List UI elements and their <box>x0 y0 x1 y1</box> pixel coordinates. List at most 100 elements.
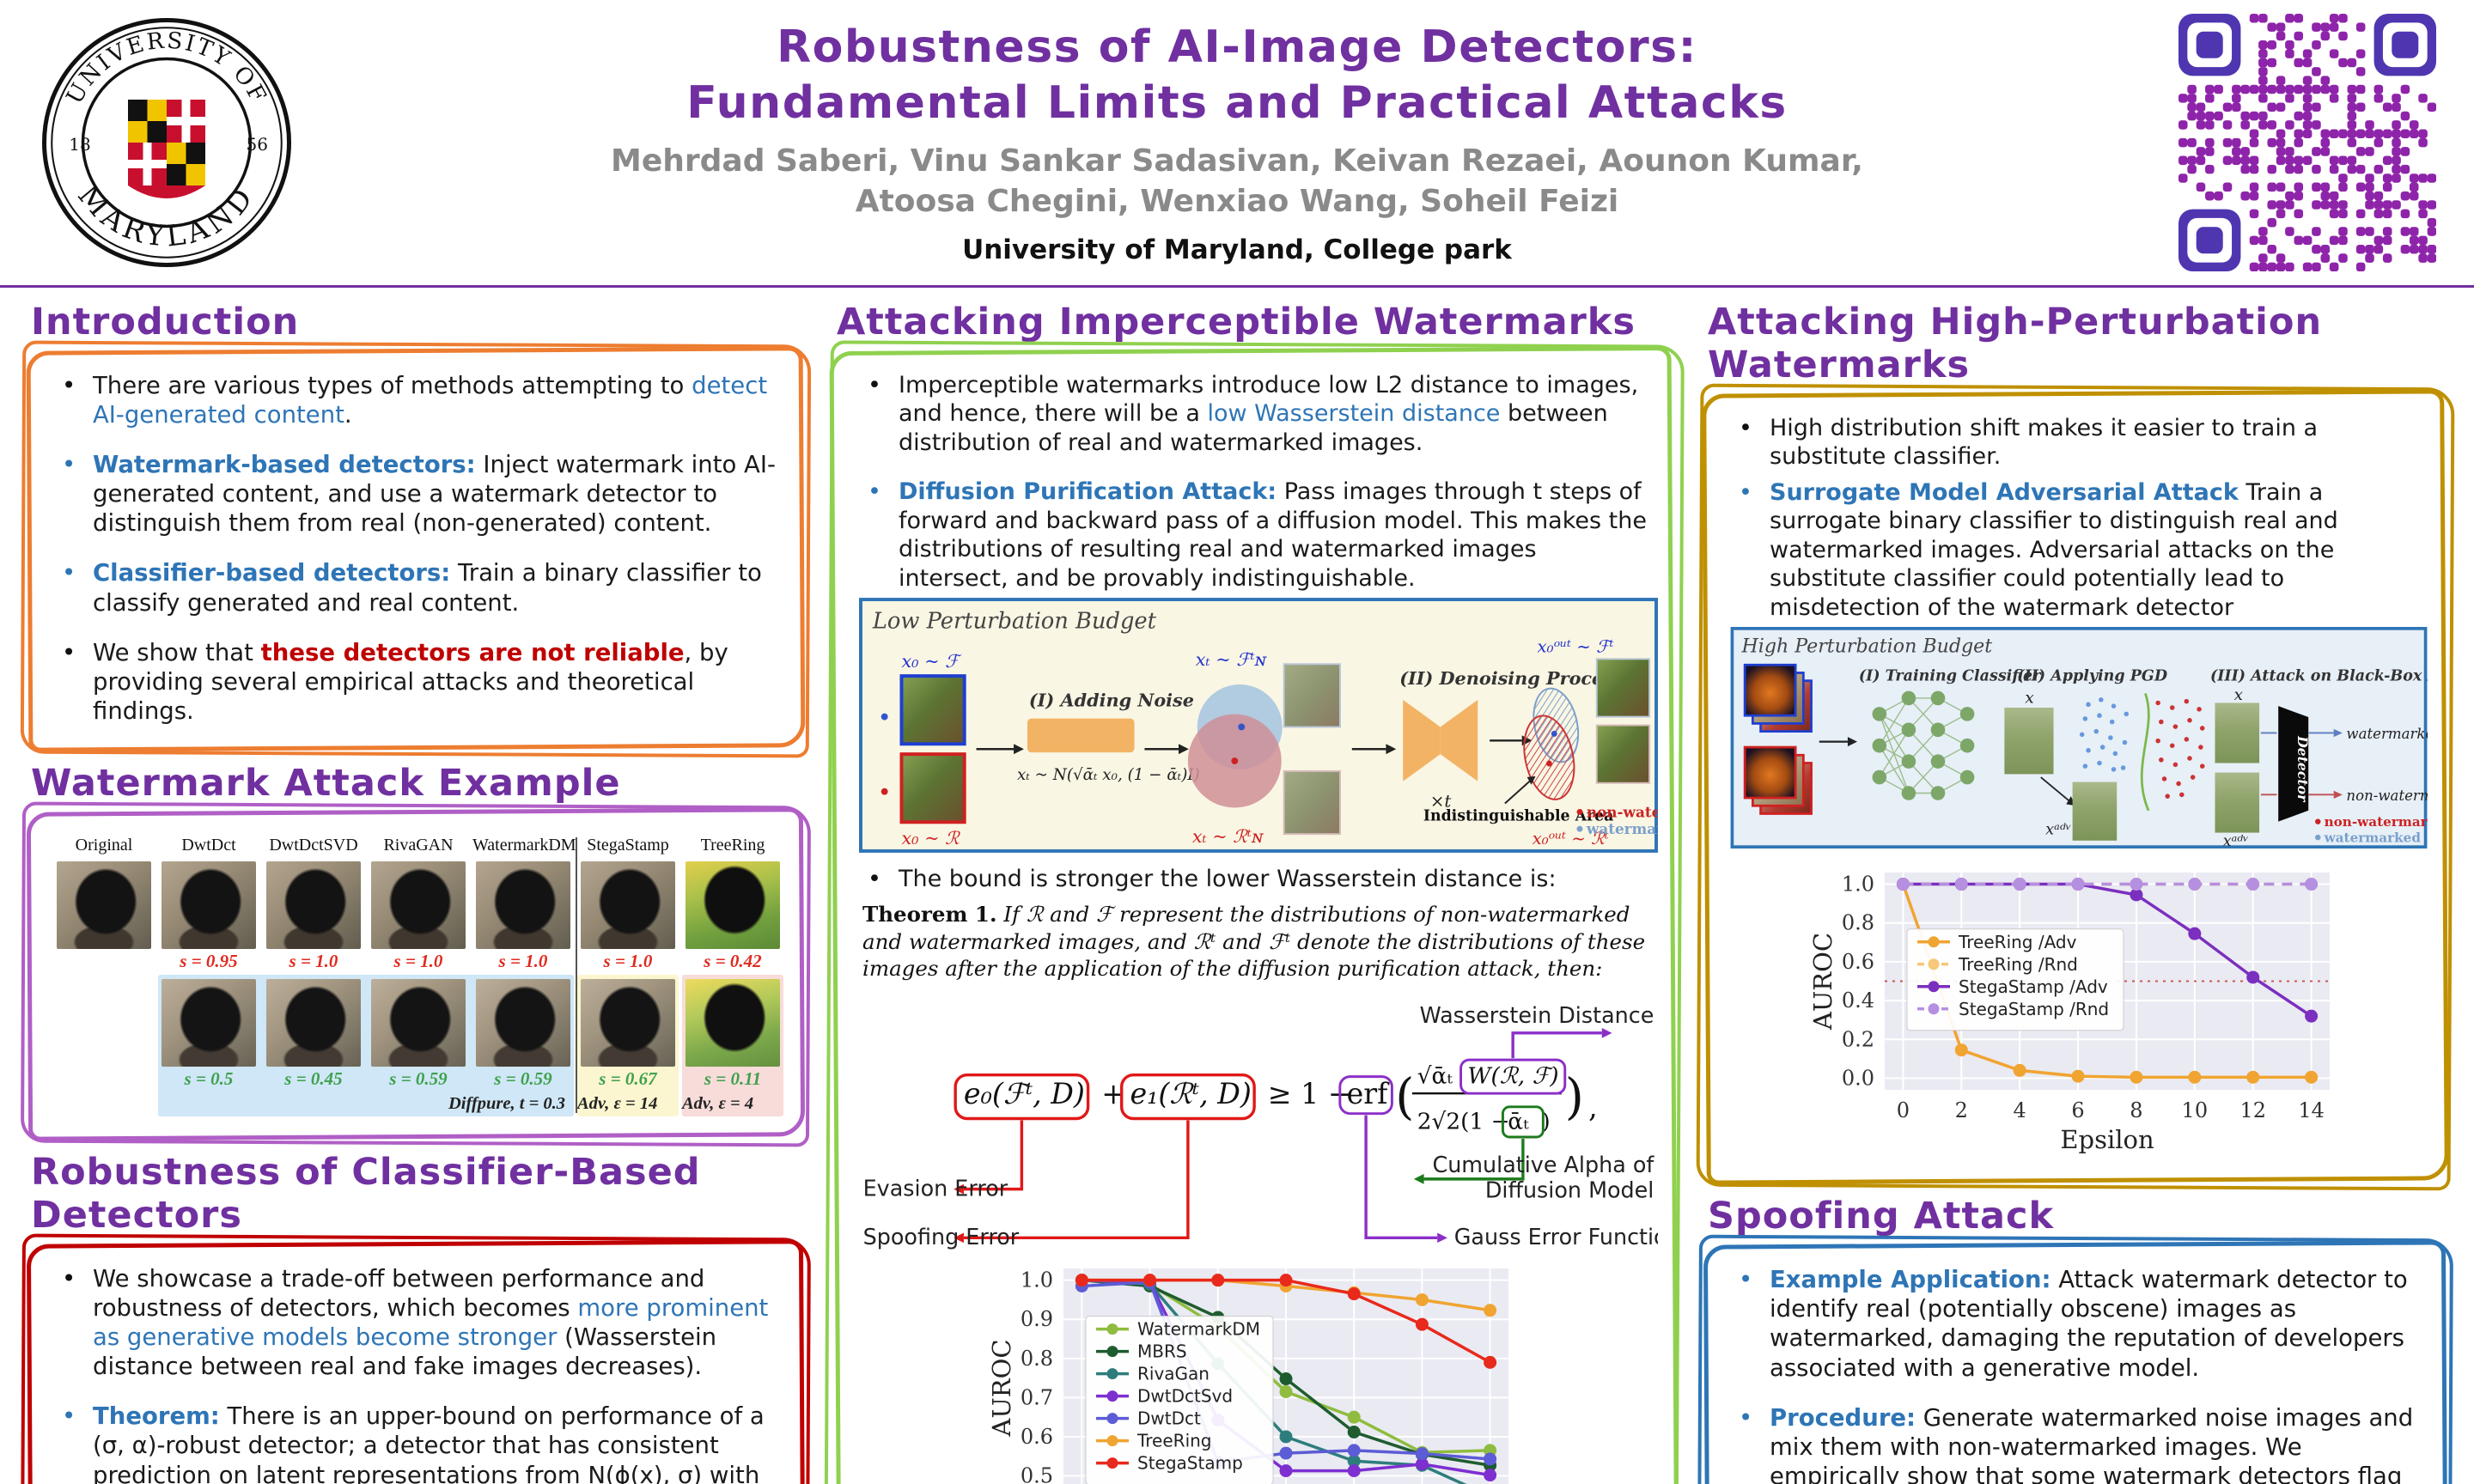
bound-bullet: The bound is stronger the lower Wasserst… <box>859 865 1649 894</box>
svg-text:): ) <box>1565 1069 1584 1126</box>
high-perturbation-title: High Perturbation Budget <box>1740 636 1992 658</box>
spoofing-bullets: Example Application: Attack watermark de… <box>1730 1265 2421 1484</box>
header-center: Robustness of AI-Image Detectors: Fundam… <box>296 20 2178 265</box>
attacked-score-treering: s = 0.11 <box>704 1067 762 1089</box>
theorem-1: Theorem 1. If ℛ and ℱ represent the dist… <box>862 901 1646 983</box>
legend-watermarked: watermarked <box>1586 820 1658 837</box>
denoised-bird-real <box>1595 724 1651 785</box>
blackbox-attack-label: (III) Attack on Black-Box Detector <box>2210 668 2428 685</box>
authors: Mehrdad Saberi, Vinu Sankar Sadasivan, K… <box>296 142 2178 222</box>
svg-text:0.5: 0.5 <box>1021 1464 1053 1484</box>
classifier-bullet-2: Theorem: There is an upper-bound on perf… <box>53 1402 778 1484</box>
imperceptible-bullet-2: Diffusion Purification Attack: Pass imag… <box>859 477 1649 593</box>
svg-text:8: 8 <box>2130 1098 2142 1122</box>
classifier-bullets: We showcase a trade-off between performa… <box>53 1264 778 1484</box>
logo-year-18: 18 <box>69 134 90 155</box>
classifier-robustness-box: We showcase a trade-off between performa… <box>31 1244 801 1484</box>
svg-text:0.2: 0.2 <box>1842 1028 1874 1052</box>
svg-text:0.6: 0.6 <box>1842 950 1874 974</box>
title-line-1: Robustness of AI-Image Detectors: <box>777 21 1697 74</box>
denoised-bird-watermarked <box>1595 658 1651 718</box>
spoofing-term-box <box>1119 1073 1256 1121</box>
section-title-watermark-example: Watermark Attack Example <box>31 761 621 805</box>
col-dwtdctsvd: DwtDctSVD <box>269 835 358 855</box>
spoofing-error-label: Spoofing Error <box>863 1224 1020 1250</box>
middle-column: Attacking Imperceptible Watermarks Imper… <box>830 297 1730 1484</box>
hp-bullet-1: High distribution shift makes it easier … <box>1730 414 2421 471</box>
affiliation: University of Maryland, College park <box>962 234 1512 265</box>
dog-image-original <box>57 861 151 949</box>
xadv-label-detector: xᵃᵈᵛ <box>2223 834 2249 849</box>
left-column: Introduction There are various types of … <box>24 297 807 1484</box>
svg-text:2: 2 <box>1955 1098 1968 1122</box>
x0-watermarked-label: x₀ ~ ℱ <box>901 652 962 672</box>
bound-bullet-list: The bound is stronger the lower Wasserst… <box>859 865 1649 894</box>
spoofing-bullet-2: Procedure: Generate watermarked noise im… <box>1730 1403 2421 1484</box>
out-watermarked-label: x₀ᵒᵘᵗ ~ ℱᵗ <box>1538 637 1614 657</box>
score-stegastamp: s = 1.0 <box>603 950 653 971</box>
qr-code <box>2178 14 2437 272</box>
score-treering: s = 0.42 <box>704 950 762 971</box>
right-column: Attacking High-Perturbation Watermarks H… <box>1701 297 2474 1484</box>
section-title-spoofing: Spoofing Attack <box>1708 1195 2055 1238</box>
svg-text:MBRS: MBRS <box>1137 1341 1187 1362</box>
attacked-stegastamp <box>581 978 675 1067</box>
evasion-error-label: Evasion Error <box>863 1176 1008 1201</box>
maryland-shield <box>128 100 205 198</box>
ostrich-detector-x <box>2215 702 2260 763</box>
svg-text:12: 12 <box>2239 1098 2266 1122</box>
denominator-post: ) <box>1541 1110 1550 1135</box>
classifier-bullet-1: We showcase a trade-off between performa… <box>53 1264 778 1381</box>
score-rivagan: s = 1.0 <box>393 950 443 971</box>
noise-formula: xₜ ~ N(√ᾱₜ x₀, (1 − ᾱₜ)I) <box>1017 766 1200 784</box>
svg-text:0.7: 0.7 <box>1021 1386 1053 1410</box>
applying-pgd-label: (II) Applying PGD <box>2017 668 2168 685</box>
alpha-box <box>1501 1105 1545 1139</box>
wasserstein-box <box>1459 1058 1567 1095</box>
svg-text:1.0: 1.0 <box>1842 873 1874 897</box>
x0-real-label: x₀ ~ ℛ <box>901 828 960 848</box>
bird-image-watermarked <box>899 674 966 746</box>
introduction-box: There are various types of methods attem… <box>31 352 801 746</box>
out-real-label: x₀ᵒᵘᵗ ~ ℛᵗ <box>1533 829 1609 848</box>
adv14-tag: Adv, ε = 14 <box>577 1093 658 1113</box>
hp-legend-non-watermarked: non-watermarked <box>2325 814 2428 830</box>
svg-text:RivaGan: RivaGan <box>1137 1364 1210 1384</box>
inequality: ≥ 1 − <box>1268 1077 1352 1110</box>
dog-image-dwtdctsvd <box>266 861 361 949</box>
svg-text:TreeRing: TreeRing <box>1136 1431 1212 1451</box>
real-image-stack <box>1743 745 1813 816</box>
adv4-region: s = 0.11 Adv, ε = 4 <box>682 974 783 1116</box>
svg-text:0.6: 0.6 <box>1021 1425 1053 1449</box>
denoiser-left <box>1403 700 1441 782</box>
decision-boundary-curve <box>2140 693 2150 812</box>
imperceptible-bullets: Imperceptible watermarks introduce low L… <box>859 371 1649 593</box>
attacked-watermarkdm <box>476 978 570 1067</box>
attacked-score-watermarkdm: s = 0.59 <box>494 1067 552 1089</box>
svg-text:StegaStamp /Adv: StegaStamp /Adv <box>1959 976 2108 997</box>
hp-bullet-2: Surrogate Model Adversarial Attack Train… <box>1730 478 2421 622</box>
spoofing-error-term: e₁(ℛᵗ, D) <box>1130 1077 1251 1110</box>
xadv-label-pgd: xᵃᵈᵛ <box>2045 822 2071 839</box>
diffusion-auroc-chart: 0.50.60.70.80.91.00.000.050.100.150.200.… <box>987 1256 1520 1484</box>
score-dwtdct: s = 0.95 <box>180 950 238 971</box>
section-title-classifier-robustness: Robustness of Classifier-Based Detectors <box>31 1150 701 1237</box>
dog-image-dwtdct <box>161 861 256 949</box>
ostrich-detector-xadv <box>2215 772 2260 833</box>
svg-text:0.8: 0.8 <box>1842 911 1874 935</box>
diffpure-region: s = 0.5 s = 0.45 s = 0.59 s = 0.59 Diffp… <box>158 974 574 1116</box>
attacked-row: s = 0.5 s = 0.45 s = 0.59 s = 0.59 Diffp… <box>53 974 783 1116</box>
gauss-error-function-label: Gauss Error Function <box>1454 1224 1658 1250</box>
attacked-dwtdctsvd <box>266 978 361 1067</box>
erf-term: erf <box>1347 1077 1391 1110</box>
header-divider <box>0 285 2474 288</box>
svg-text:0.9: 0.9 <box>1021 1308 1053 1332</box>
nn-nodes <box>1872 690 1975 801</box>
section-title-introduction: Introduction <box>31 301 300 344</box>
evasion-term-box <box>954 1073 1090 1121</box>
detector-label: Detector <box>2294 735 2311 803</box>
low-perturbation-title: Low Perturbation Budget <box>872 609 1157 635</box>
svg-text:6: 6 <box>2071 1098 2084 1122</box>
real-scatter <box>2155 699 2205 800</box>
denominator-pre: 2√2(1 − <box>1417 1110 1510 1135</box>
